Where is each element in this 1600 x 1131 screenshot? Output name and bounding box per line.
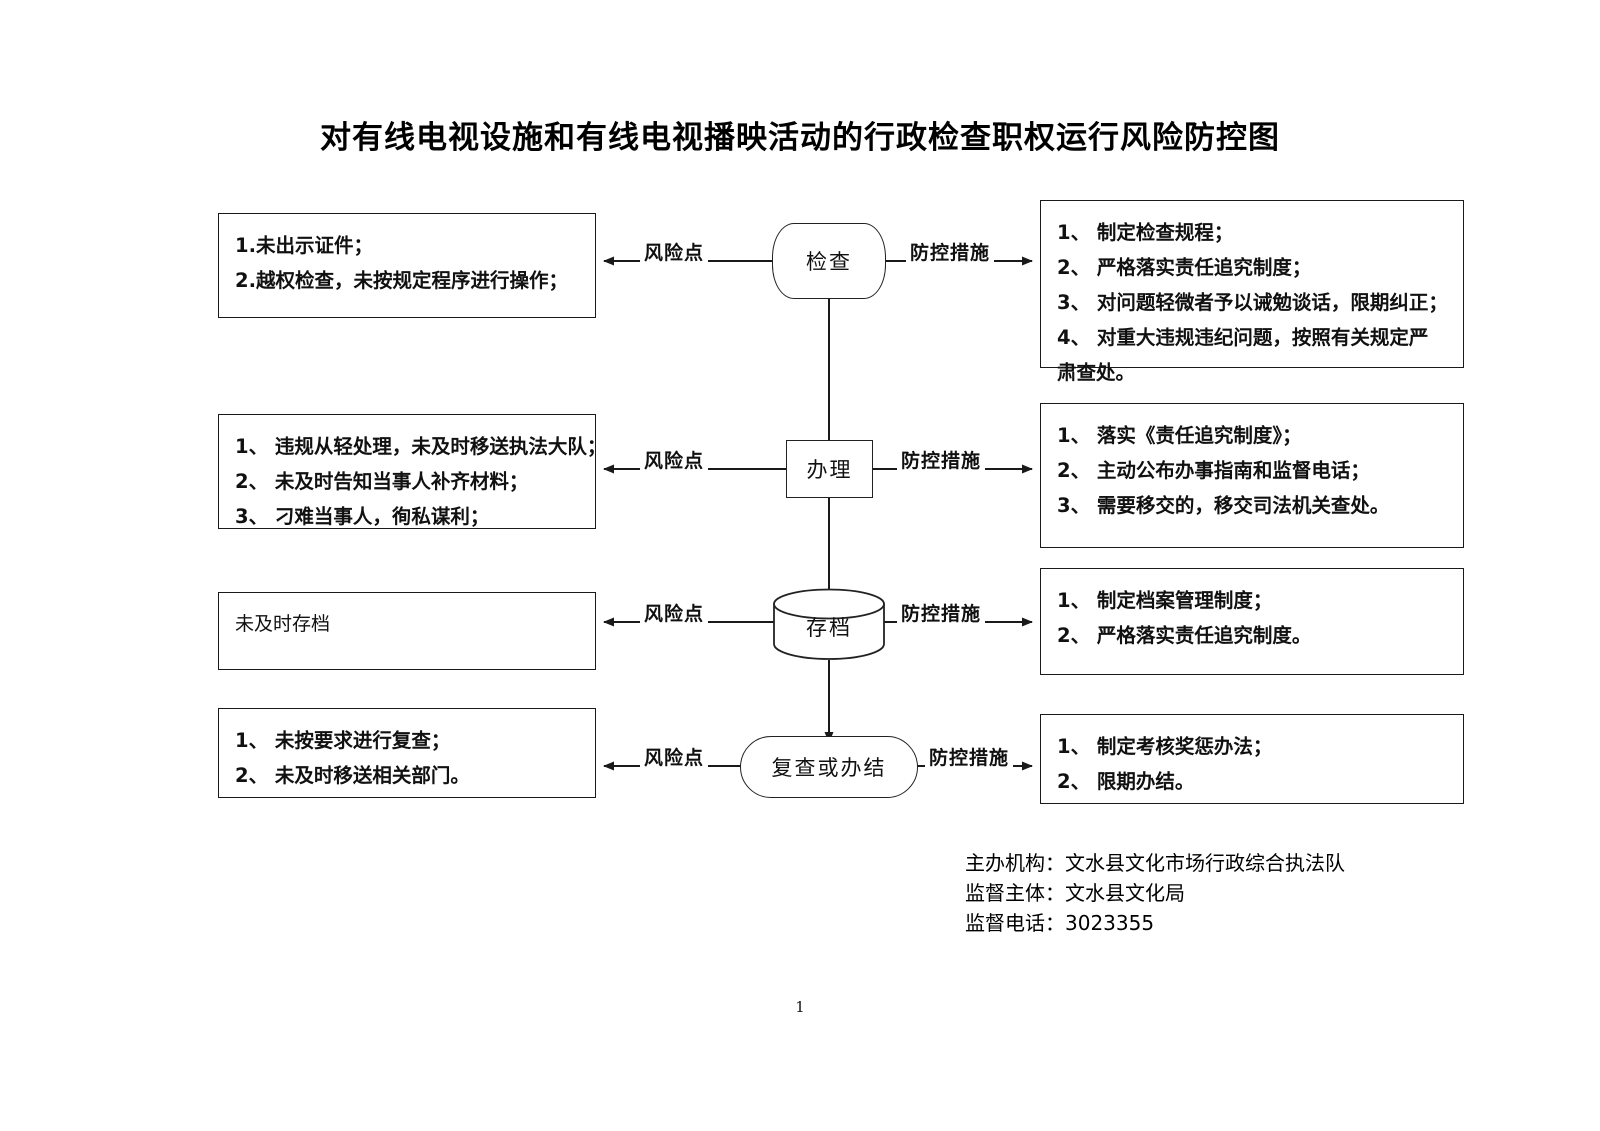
wire-label-measure-2: 防控措施 — [897, 446, 986, 473]
measure-item: 4、 对重大违规违纪问题，按照有关规定严肃查处。 — [1057, 326, 1429, 384]
wire-label-measure-3: 防控措施 — [897, 599, 986, 626]
measure-box-3: 1、 制定档案管理制度； 2、 严格落实责任追究制度。 — [1040, 568, 1464, 675]
footer-organizer: 主办机构：文水县文化市场行政综合执法队 — [965, 851, 1345, 875]
risk-box-3: 未及时存档 — [218, 592, 596, 670]
flow-node-archive-label: 存档 — [806, 616, 852, 640]
wire-label-measure-4: 防控措施 — [925, 743, 1014, 770]
footer-phone: 监督电话：3023355 — [965, 911, 1155, 935]
risk-item: 2、 未及时告知当事人补齐材料； — [235, 470, 529, 493]
flow-node-inspect[interactable]: 检查 — [772, 223, 886, 299]
page-title: 对有线电视设施和有线电视播映活动的行政检查职权运行风险防控图 — [320, 120, 1280, 156]
measure-box-2: 1、 落实《责任追究制度》； 2、 主动公布办事指南和监督电话； 3、 需要移交… — [1040, 403, 1464, 548]
wire-label-risk-1: 风险点 — [640, 238, 709, 265]
risk-item: 2、 未及时移送相关部门。 — [235, 764, 470, 787]
measure-item: 3、 需要移交的，移交司法机关查处。 — [1057, 494, 1390, 517]
flow-node-archive[interactable]: 存档 — [772, 588, 886, 660]
risk-item: 1、 违规从轻处理，未及时移送执法大队； — [235, 435, 607, 458]
risk-item: 未及时存档 — [235, 613, 331, 635]
measure-box-4: 1、 制定考核奖惩办法； 2、 限期办结。 — [1040, 714, 1464, 804]
risk-item: 1.未出示证件； — [235, 234, 373, 257]
page-number: 1 — [795, 998, 805, 1016]
flow-node-review[interactable]: 复查或办结 — [740, 736, 918, 798]
measure-item: 1、 制定检查规程； — [1057, 221, 1234, 244]
risk-item: 2.越权检查，未按规定程序进行操作； — [235, 269, 568, 292]
risk-item: 1、 未按要求进行复查； — [235, 729, 451, 752]
measure-item: 2、 严格落实责任追究制度。 — [1057, 624, 1312, 647]
wire-label-measure-1: 防控措施 — [906, 238, 995, 265]
flow-node-handle[interactable]: 办理 — [786, 440, 873, 498]
wire-label-risk-4: 风险点 — [640, 743, 709, 770]
measure-item: 2、 限期办结。 — [1057, 770, 1195, 793]
footer-supervisor: 监督主体：文水县文化局 — [965, 881, 1185, 905]
measure-item: 2、 严格落实责任追究制度； — [1057, 256, 1312, 279]
wire-label-risk-3: 风险点 — [640, 599, 709, 626]
risk-box-1: 1.未出示证件； 2.越权检查，未按规定程序进行操作； — [218, 213, 596, 318]
risk-item: 3、 刁难当事人，徇私谋利； — [235, 505, 490, 528]
measure-box-1: 1、 制定检查规程； 2、 严格落实责任追究制度； 3、 对问题轻微者予以诫勉谈… — [1040, 200, 1464, 384]
measure-item: 2、 主动公布办事指南和监督电话； — [1057, 459, 1370, 482]
measure-item: 3、 对问题轻微者予以诫勉谈话，限期纠正； — [1057, 291, 1448, 314]
measure-item: 1、 制定档案管理制度； — [1057, 589, 1273, 612]
risk-box-2: 1、 违规从轻处理，未及时移送执法大队； 2、 未及时告知当事人补齐材料； 3、… — [218, 414, 607, 529]
footer-info: 主办机构：文水县文化市场行政综合执法队 监督主体：文水县文化局 监督电话：302… — [965, 848, 1345, 938]
risk-box-4: 1、 未按要求进行复查； 2、 未及时移送相关部门。 — [218, 708, 596, 798]
wire-label-risk-2: 风险点 — [640, 446, 709, 473]
measure-item: 1、 制定考核奖惩办法； — [1057, 735, 1273, 758]
measure-item: 1、 落实《责任追究制度》； — [1057, 424, 1302, 447]
